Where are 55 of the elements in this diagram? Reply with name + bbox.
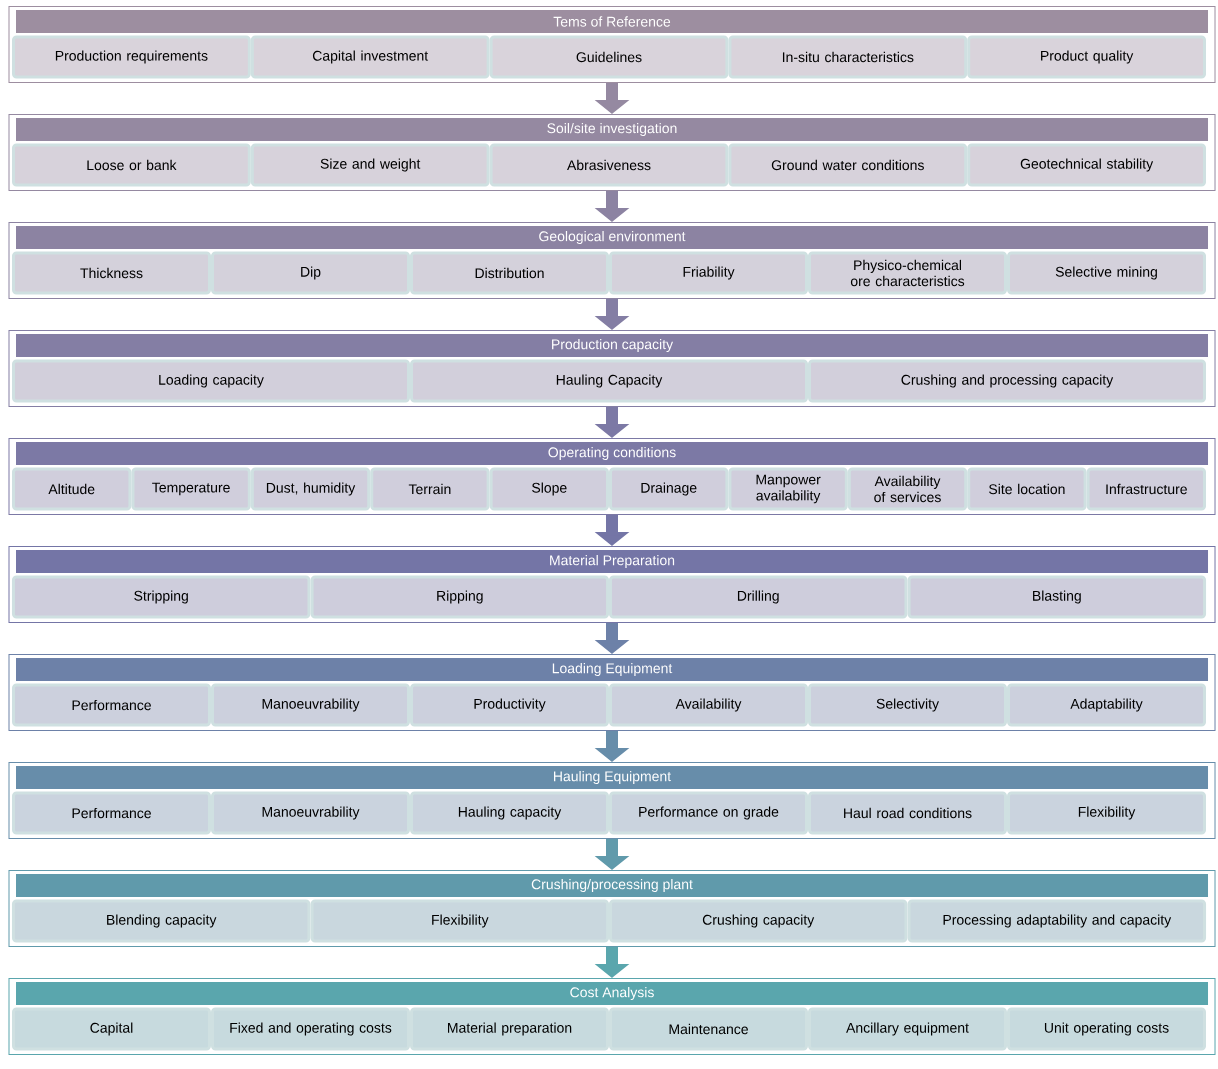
factor-box: Hauling capacity [410,791,609,835]
factor-box: Manoeuvrability [211,683,410,727]
factor-box: Capital [12,1007,211,1051]
factor-box: Loose or bank [12,143,251,187]
factor-box: Production requirements [12,35,251,79]
factor-box: Drainage [609,467,729,511]
factor-box: Dip [211,251,410,295]
factor-box: Loading capacity [12,359,410,403]
factor-box: Selective mining [1007,251,1206,295]
factor-box: Thickness [12,251,211,295]
factor-box: Drilling [608,575,908,619]
factor-box: Flexibility [310,899,610,943]
factor-box: Haul road conditions [808,791,1007,835]
factor-box: Guidelines [489,35,729,79]
factor-box: Size and weight [250,143,490,187]
factor-box: Ground water conditions [728,143,968,187]
factor-box: Distribution [410,251,609,295]
factor-box: Stripping [11,575,311,619]
factor-box: Availability of services [847,467,968,511]
factor-box: Terrain [370,467,490,511]
factor-box: Blasting [907,575,1207,619]
factor-box: Performance on grade [609,791,808,835]
factor-box: Maintenance [609,1007,808,1051]
factor-box: Processing adaptability and capacity [907,899,1207,943]
factor-box: Flexibility [1007,791,1206,835]
factor-box: Slope [489,467,609,511]
factor-box: Abrasiveness [489,143,729,187]
factor-box: Performance [12,683,211,727]
factor-box: Altitude [12,467,132,511]
factor-box: Infrastructure [1086,467,1206,511]
factor-box: Ripping [310,575,610,619]
factor-box: Crushing capacity [608,899,908,943]
factor-box: Manpower availability [728,467,848,511]
factor-box: Ancillary equipment [808,1007,1007,1051]
factor-box: Blending capacity [11,899,311,943]
factor-box: Availability [609,683,808,727]
factor-box: Physico-chemical ore characteristics [808,251,1007,295]
factor-box: Site location [967,467,1087,511]
factor-box: Crushing and processing capacity [808,359,1206,403]
factor-box: Productivity [410,683,609,727]
factor-box: Unit operating costs [1007,1007,1206,1051]
factor-box: Hauling Capacity [410,359,808,403]
factor-box: In-situ characteristics [728,35,968,79]
factor-box: Performance [12,791,211,835]
factor-box: Adaptability [1007,683,1206,727]
factor-box: Fixed and operating costs [211,1007,410,1051]
factor-box: Selectivity [808,683,1007,727]
factor-box: Product quality [967,35,1206,79]
factor-box: Manoeuvrability [211,791,410,835]
factor-box: Material preparation [410,1007,609,1051]
factor-box: Dust, humidity [250,467,371,511]
factor-box: Temperature [131,467,251,511]
factor-box: Friability [609,251,808,295]
factor-box: Capital investment [250,35,490,79]
factor-box: Geotechnical stability [967,143,1206,187]
